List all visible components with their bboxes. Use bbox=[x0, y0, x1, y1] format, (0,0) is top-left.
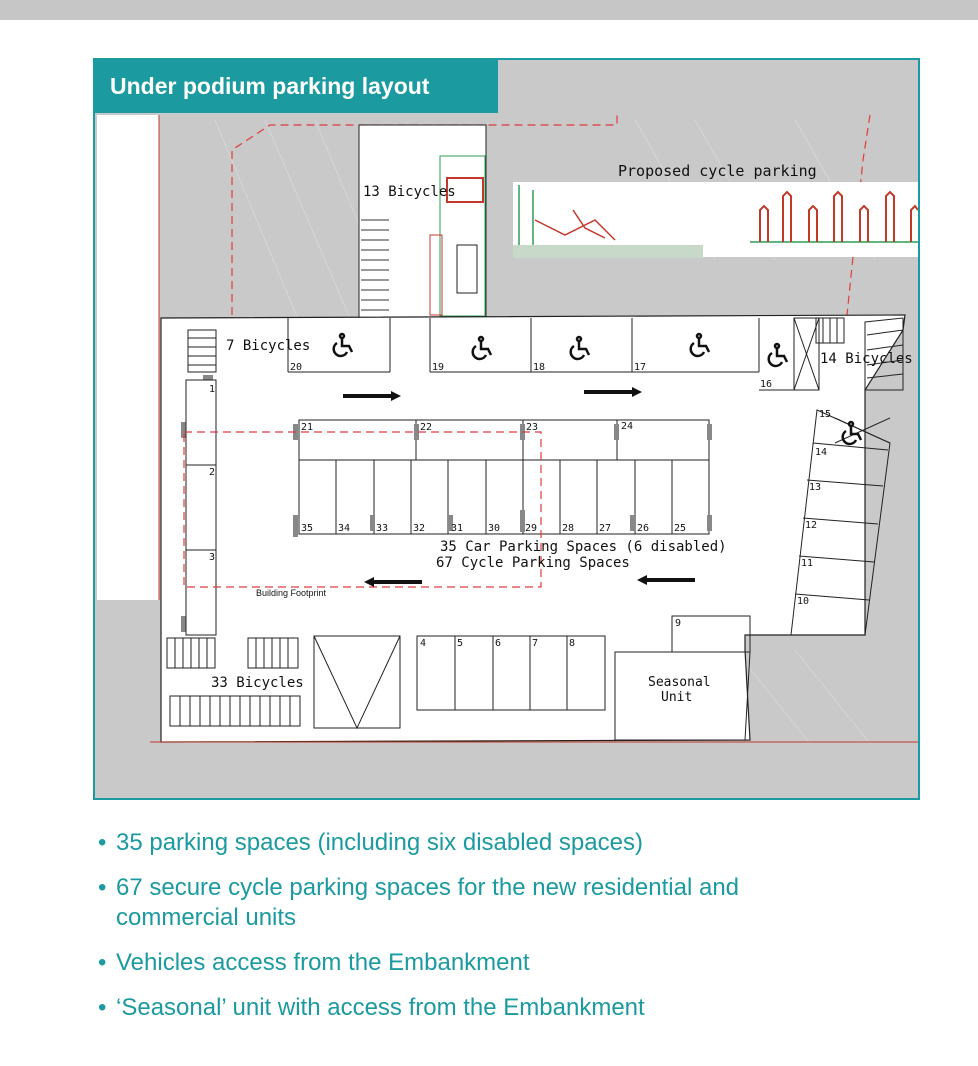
space-number: 7 bbox=[532, 638, 538, 649]
summary-cycle-spaces: 67 Cycle Parking Spaces bbox=[436, 555, 630, 571]
space-number: 23 bbox=[526, 422, 538, 433]
space-number: 33 bbox=[376, 523, 388, 534]
seasonal-unit bbox=[614, 615, 751, 741]
bullet-item: •67 secure cycle parking spaces for the … bbox=[98, 874, 740, 931]
space-number: 8 bbox=[569, 638, 575, 649]
proposed-cycle-inset bbox=[513, 182, 918, 257]
space-number: 30 bbox=[488, 523, 500, 534]
right-parking-column bbox=[790, 409, 891, 636]
space-number: 35 bbox=[301, 523, 313, 534]
space-number: 13 bbox=[809, 482, 821, 493]
space-number: 28 bbox=[562, 523, 574, 534]
space-number: 5 bbox=[457, 638, 463, 649]
bike-stands bbox=[166, 317, 904, 727]
building-footprint-rect bbox=[183, 431, 542, 588]
space-number: 2 bbox=[209, 467, 215, 478]
wheelchair-icon bbox=[332, 332, 863, 446]
panel-title: Under podium parking layout bbox=[95, 60, 498, 113]
left-parking-column bbox=[185, 379, 217, 636]
top-bar bbox=[0, 0, 978, 20]
proposed-cycle-label: Proposed cycle parking bbox=[618, 162, 817, 180]
bicycles-label-7: 7 Bicycles bbox=[226, 338, 310, 354]
space-number: 31 bbox=[451, 523, 463, 534]
floor-plan-panel: Under podium parking layout bbox=[93, 58, 920, 800]
bottom-parking-row bbox=[416, 635, 606, 711]
space-number: 11 bbox=[801, 558, 813, 569]
bicycles-label-14: 14 Bicycles bbox=[820, 351, 913, 367]
arrow-right-icon bbox=[343, 387, 642, 401]
space-number: 24 bbox=[621, 421, 633, 432]
space-number: 26 bbox=[637, 523, 649, 534]
stair-tower bbox=[358, 124, 487, 319]
space-number: 17 bbox=[634, 362, 646, 373]
space-number: 6 bbox=[495, 638, 501, 649]
space-number: 15 bbox=[819, 409, 831, 420]
stair-treads bbox=[361, 219, 389, 311]
floor-plan-drawing: Proposed cycle parking bbox=[95, 114, 918, 798]
space-number: 27 bbox=[599, 523, 611, 534]
bullet-item: •‘Seasonal’ unit with access from the Em… bbox=[98, 994, 645, 1021]
seasonal-unit-label-2: Unit bbox=[661, 690, 692, 705]
space-number: 32 bbox=[413, 523, 425, 534]
space-number: 19 bbox=[432, 362, 444, 373]
space-number: 29 bbox=[525, 523, 537, 534]
space-number: 9 bbox=[675, 618, 681, 629]
arrow-left-icon bbox=[364, 575, 695, 587]
space-number: 4 bbox=[420, 638, 426, 649]
space-number: 1 bbox=[209, 384, 215, 395]
space-number: 34 bbox=[338, 523, 350, 534]
summary-car-spaces: 35 Car Parking Spaces (6 disabled) bbox=[440, 539, 727, 555]
left-strip bbox=[97, 115, 159, 600]
top-parking-row bbox=[287, 317, 820, 391]
space-number: 12 bbox=[805, 520, 817, 531]
vehicle-ramp bbox=[313, 635, 401, 730]
space-number: 16 bbox=[760, 379, 772, 390]
central-parking-island bbox=[298, 419, 710, 535]
key-facts-list: •35 parking spaces (including six disabl… bbox=[98, 828, 818, 1038]
bicycles-label-33: 33 Bicycles bbox=[211, 675, 304, 691]
space-number: 21 bbox=[301, 422, 313, 433]
bullet-item: •35 parking spaces (including six disabl… bbox=[98, 829, 643, 856]
space-number: 20 bbox=[290, 362, 302, 373]
space-number: 18 bbox=[533, 362, 545, 373]
space-number: 25 bbox=[674, 523, 686, 534]
bullet-item: •Vehicles access from the Embankment bbox=[98, 949, 530, 976]
space-number: 3 bbox=[209, 552, 215, 563]
bicycles-label-13: 13 Bicycles bbox=[363, 184, 456, 200]
space-number: 10 bbox=[797, 596, 809, 607]
space-number: 14 bbox=[815, 447, 827, 458]
space-number: 22 bbox=[420, 422, 432, 433]
building-footprint-outline bbox=[231, 114, 871, 316]
seasonal-unit-label-1: Seasonal bbox=[648, 675, 711, 690]
building-footprint-label: Building Footprint bbox=[256, 588, 327, 598]
cycle-stands bbox=[759, 190, 918, 242]
space-numbers: 1 2 3 4 5 6 7 8 9 10 11 12 13 14 15 16 1… bbox=[209, 362, 831, 649]
